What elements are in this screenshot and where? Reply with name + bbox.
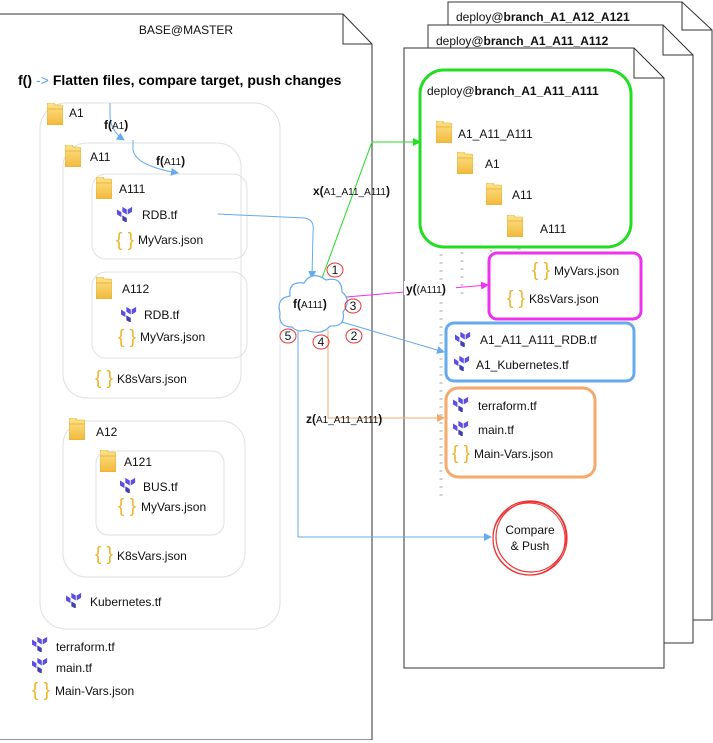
arrow-rdb-to-cloud (217, 213, 317, 279)
file-a112-myvars: MyVars.json (140, 330, 205, 344)
step-badge-4: 4 (312, 334, 330, 350)
folder-icon (486, 183, 502, 205)
group-a112 (91, 271, 248, 359)
arrow-x (321, 138, 421, 279)
arrow-to-compare (297, 330, 492, 541)
deploy-file-rdb: A1_A11_A111_RDB.tf (480, 333, 597, 347)
deploy-file-kubernetes: A1_Kubernetes.tf (476, 358, 569, 372)
deploy-tf-box (444, 321, 636, 383)
deploy-folder-a11: A11 (512, 188, 533, 202)
deploy-file-main: main.tf (478, 423, 515, 437)
folder-icon (100, 450, 116, 472)
folder-icon (507, 215, 523, 237)
file-a111-myvars: MyVars.json (138, 233, 203, 247)
file-root-mainvars: Main-Vars.json (55, 684, 134, 698)
deploy-folder-box (418, 68, 633, 249)
group-a11 (62, 142, 242, 399)
file-a11-k8svars: K8sVars.json (117, 372, 187, 386)
folder-a111-label: A111 (119, 182, 146, 196)
json-braces-icon (116, 230, 134, 250)
json-braces-icon (507, 288, 525, 308)
folder-icon (69, 418, 85, 440)
label-y-bg (404, 281, 456, 295)
group-a12 (62, 420, 246, 578)
json-braces-icon (32, 680, 50, 700)
file-a111-rdb: RDB.tf (142, 208, 178, 222)
file-a1-kubernetes: Kubernetes.tf (90, 595, 162, 609)
file-a121-myvars: MyVars.json (141, 500, 206, 514)
file-root-terraform: terraform.tf (56, 640, 115, 654)
folder-a121-label: A121 (124, 455, 152, 469)
cloud-icon (278, 275, 348, 333)
folder-icon (65, 145, 81, 167)
base-title: BASE@MASTER (139, 23, 234, 37)
compare-push-line1: Compare (505, 523, 555, 537)
deploy-root-box (444, 386, 597, 479)
deploy-vars-box (487, 251, 643, 321)
folder-a12-label: A12 (96, 425, 118, 439)
folder-a1-label: A1 (69, 106, 84, 120)
folder-a11-label: A11 (90, 150, 111, 164)
deploy-file-terraform: terraform.tf (478, 399, 537, 413)
json-braces-icon (452, 443, 470, 463)
deploy-page-a112-title: deploy@branch_A1_A11_A112 (436, 34, 609, 48)
file-a112-rdb: RDB.tf (144, 308, 180, 322)
compare-push-line2: & Push (511, 539, 550, 553)
folder-icon (96, 177, 112, 199)
step-badge-5: 5 (279, 328, 297, 344)
json-braces-icon (532, 260, 550, 280)
arrow-z (327, 330, 445, 422)
base-headline: f()->Flatten files, compare target, push… (18, 72, 342, 88)
deploy-page-a121-title: deploy@branch_A1_A12_A121 (456, 10, 630, 24)
svg-text:2: 2 (351, 329, 358, 343)
step-badge-3: 3 (344, 298, 362, 314)
step-badge-2: 2 (345, 328, 363, 344)
deploy-file-k8svars: K8sVars.json (529, 292, 599, 306)
deploy-folder-a1: A1 (485, 157, 500, 171)
deploy-folder-a111: A111 (540, 222, 567, 236)
svg-text:4: 4 (318, 335, 325, 349)
folder-icon (96, 277, 112, 299)
svg-text:1: 1 (332, 263, 339, 277)
deploy-title: deploy@branch_A1_A11_A111 (427, 84, 599, 98)
file-root-main: main.tf (56, 661, 93, 675)
group-a111 (91, 173, 248, 260)
svg-text:5: 5 (285, 329, 292, 343)
label-z: z(A1_A11_A111) (306, 412, 382, 426)
folder-icon (47, 103, 63, 125)
label-x: x(A1_A11_A111) (313, 184, 390, 198)
step-badge-1: 1 (326, 262, 344, 278)
label-y: y((A111) (406, 282, 446, 296)
folder-a112-label: A112 (122, 282, 149, 296)
group-a121 (95, 450, 225, 536)
deploy-file-myvars: MyVars.json (554, 264, 619, 278)
json-braces-icon (95, 544, 113, 564)
file-a121-bus: BUS.tf (143, 480, 178, 494)
label-f-a1: f(A1) (104, 118, 128, 132)
svg-text:3: 3 (350, 299, 357, 313)
deploy-file-mainvars: Main-Vars.json (474, 447, 553, 461)
arrow-f-a11 (132, 140, 179, 176)
json-braces-icon (118, 496, 136, 516)
label-f-a11: f(A11) (156, 154, 185, 168)
json-braces-icon (95, 368, 113, 388)
file-a12-k8svars: K8sVars.json (117, 549, 187, 563)
deploy-folder-root: A1_A11_A111 (458, 127, 533, 141)
arrow-to-tf-box (334, 319, 445, 354)
group-a1 (39, 102, 281, 630)
folder-icon (457, 152, 473, 174)
hub-label: f(A111) (293, 297, 327, 311)
folder-icon (436, 121, 452, 143)
compare-push-button[interactable]: Compare & Push (492, 500, 568, 576)
arrow-f-a1 (109, 103, 125, 141)
json-braces-icon (118, 327, 136, 347)
